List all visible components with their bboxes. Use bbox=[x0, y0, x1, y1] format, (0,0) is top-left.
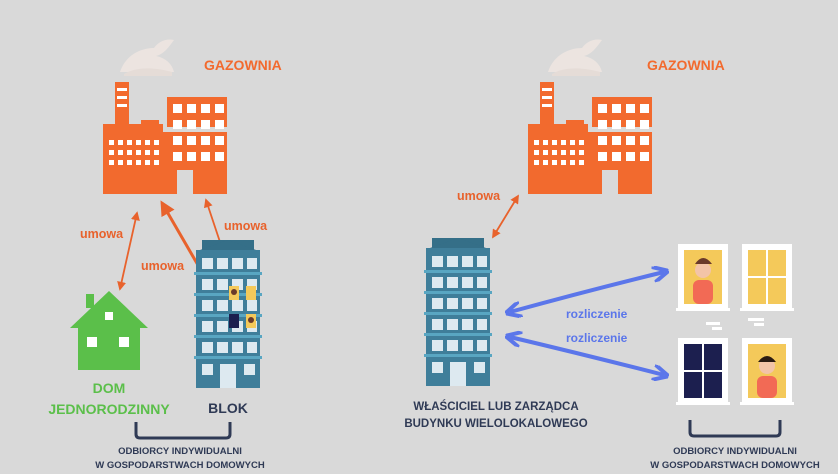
right-plant-label: GAZOWNIA bbox=[647, 57, 725, 73]
factory-icon bbox=[103, 82, 227, 194]
contract-arrow-house bbox=[117, 211, 140, 291]
owner-label-line1: WŁAŚCICIEL LUB ZARZĄDCA bbox=[413, 400, 578, 413]
owner-building-icon bbox=[424, 238, 492, 386]
house-label-line1: DOM bbox=[93, 380, 126, 396]
window-top-left bbox=[676, 244, 730, 311]
right-consumers-brace bbox=[688, 420, 782, 438]
contract-label-2: umowa bbox=[141, 259, 185, 273]
right-contract-label: umowa bbox=[457, 189, 501, 203]
resident-windows bbox=[229, 286, 256, 328]
settlement-arrow-top bbox=[510, 272, 664, 312]
settlement-label-1: rozliczenie bbox=[566, 307, 628, 321]
smoke-icon-right bbox=[548, 39, 602, 76]
right-consumers-line2: W GOSPODARSTWACH DOMOWYCH bbox=[650, 460, 820, 471]
house-label-line2: JEDNORODZINNY bbox=[48, 401, 170, 417]
block-label: BLOK bbox=[208, 400, 248, 416]
contract-arrow-owner bbox=[492, 194, 519, 239]
wall-bricks bbox=[706, 318, 764, 330]
settlement-arrow-bottom bbox=[510, 337, 664, 375]
left-consumers-brace bbox=[134, 422, 232, 440]
window-top-right bbox=[740, 244, 794, 311]
factory-icon-right bbox=[528, 82, 652, 194]
left-plant-label: GAZOWNIA bbox=[204, 57, 282, 73]
left-consumers-line1: ODBIORCY INDYWIDUALNI bbox=[118, 446, 242, 457]
settlement-label-2: rozliczenie bbox=[566, 331, 628, 345]
smoke-icon bbox=[120, 39, 174, 76]
owner-label-line2: BUDYNKU WIELOLOKALOWEGO bbox=[404, 418, 587, 430]
left-consumers-line2: W GOSPODARSTWACH DOMOWYCH bbox=[95, 460, 265, 471]
window-bottom-left bbox=[676, 338, 730, 405]
right-scene: GAZOWNIA umowa WŁAŚCICIEL LUB ZARZĄDCA B… bbox=[404, 39, 820, 471]
window-bottom-right bbox=[740, 338, 794, 405]
contract-label-1: umowa bbox=[80, 227, 124, 241]
right-consumers-line1: ODBIORCY INDYWIDUALNI bbox=[673, 446, 797, 457]
contract-label-3: umowa bbox=[224, 219, 268, 233]
house-icon bbox=[70, 291, 148, 370]
left-scene: GAZOWNIA umowa umowa umowa DOM JEDNORODZ… bbox=[48, 39, 282, 471]
